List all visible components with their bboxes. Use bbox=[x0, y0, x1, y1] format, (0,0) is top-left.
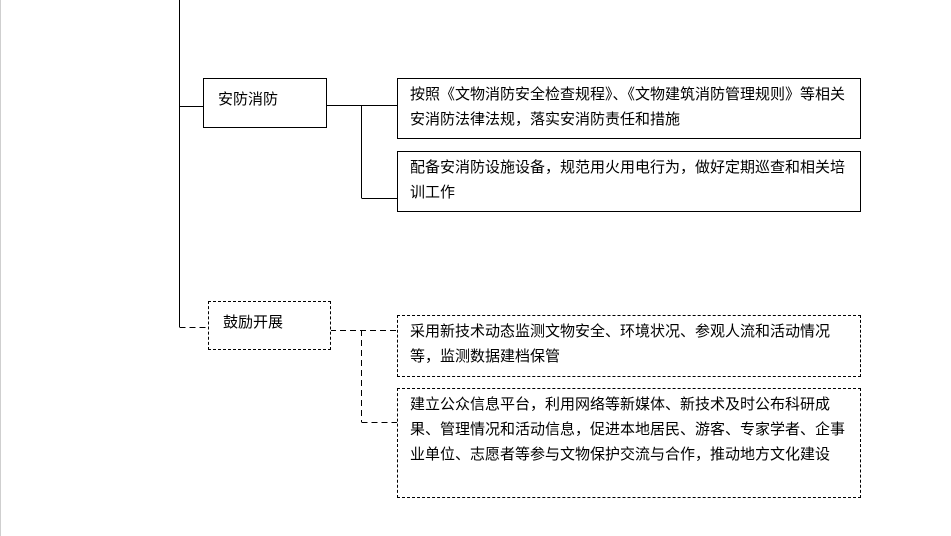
item-text: 配备安消防设施设备，规范用火用电行为，做好定期巡查和相关培训工作 bbox=[410, 158, 846, 201]
category-label: 鼓励开展 bbox=[223, 313, 284, 331]
item-fire-safety-equipment: 配备安消防设施设备，规范用火用电行为，做好定期巡查和相关培训工作 bbox=[397, 151, 861, 212]
category-label: 安防消防 bbox=[218, 90, 279, 108]
item-text: 按照《文物消防安全检查规程》、《文物建筑消防管理规则》等相关安消防法律法规，落实… bbox=[410, 85, 846, 128]
item-public-info-platform: 建立公众信息平台，利用网络等新媒体、新技术及时公布科研成果、管理情况和活动信息，… bbox=[397, 388, 861, 498]
category-anfang-xiaofang: 安防消防 bbox=[203, 78, 327, 128]
item-dynamic-monitoring: 采用新技术动态监测文物安全、环境状况、参观人流和活动情况等，监测数据建档保管 bbox=[397, 315, 861, 377]
category-guli-kaizhan: 鼓励开展 bbox=[208, 301, 331, 350]
item-fire-safety-regulations: 按照《文物消防安全检查规程》、《文物建筑消防管理规则》等相关安消防法律法规，落实… bbox=[397, 78, 861, 139]
item-text: 采用新技术动态监测文物安全、环境状况、参观人流和活动情况等，监测数据建档保管 bbox=[410, 322, 831, 365]
item-text: 建立公众信息平台，利用网络等新媒体、新技术及时公布科研成果、管理情况和活动信息，… bbox=[410, 395, 846, 463]
page-left-edge bbox=[0, 0, 1, 536]
